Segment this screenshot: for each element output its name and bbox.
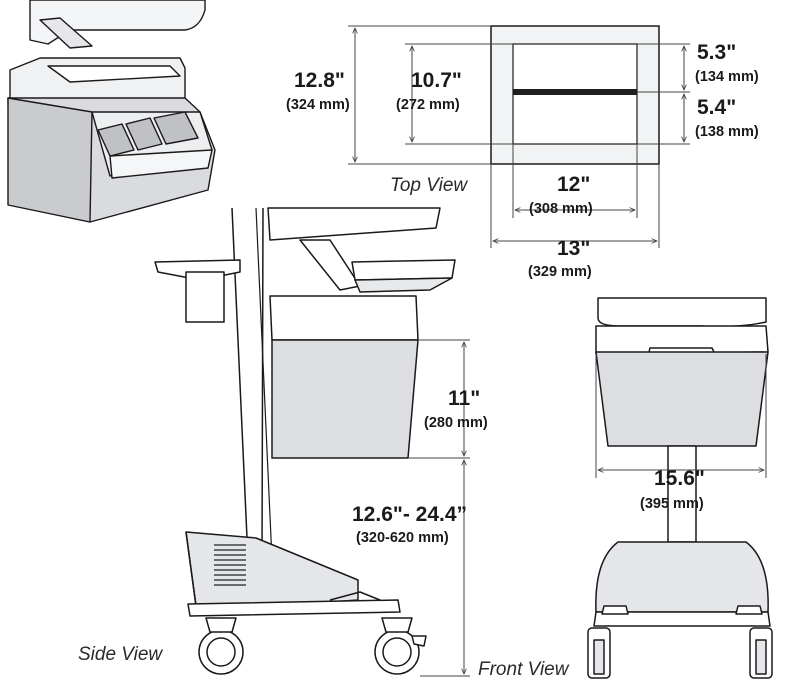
- dim-inner-width-mm: (308 mm): [529, 201, 593, 217]
- dim-overall-width-mm: (329 mm): [528, 264, 592, 280]
- dim-rear-section-mm: (138 mm): [695, 124, 759, 140]
- side-view-dimension-lines: [408, 339, 470, 677]
- dim-overall-depth-mm: (324 mm): [286, 97, 350, 113]
- dim-front-width-mm: (395 mm): [640, 496, 704, 512]
- dim-front-section-inches: 5.3": [697, 41, 737, 64]
- front-view-label: Front View: [478, 659, 569, 680]
- side-view-label: Side View: [78, 644, 163, 665]
- dim-height-range-mm: (320-620 mm): [356, 530, 449, 546]
- dim-drawer-depth-inches: 10.7": [411, 69, 462, 92]
- dim-inner-width-inches: 12": [557, 173, 591, 196]
- front-view-drawing: [587, 297, 773, 679]
- dim-rear-section-inches: 5.4": [697, 96, 737, 119]
- top-view-drawing: [490, 25, 660, 165]
- dim-drawer-depth-mm: (272 mm): [396, 97, 460, 113]
- dim-overall-width-inches: 13": [557, 237, 591, 260]
- side-view-drawing: [154, 207, 456, 675]
- top-view-dimension-lines: [348, 25, 690, 248]
- dim-front-section-mm: (134 mm): [695, 69, 759, 85]
- dim-overall-depth-inches: 12.8": [294, 69, 345, 92]
- front-view-dimension-lines: [595, 354, 767, 478]
- dim-drawer-height-mm: (280 mm): [424, 415, 488, 431]
- dim-front-width-inches: 15.6": [654, 467, 705, 490]
- dim-height-range-inches: 12.6"- 24.4”: [352, 503, 468, 526]
- isometric-drawer-illustration: [7, 0, 216, 223]
- dim-drawer-height-inches: 11": [448, 387, 481, 410]
- top-view-label: Top View: [390, 175, 468, 196]
